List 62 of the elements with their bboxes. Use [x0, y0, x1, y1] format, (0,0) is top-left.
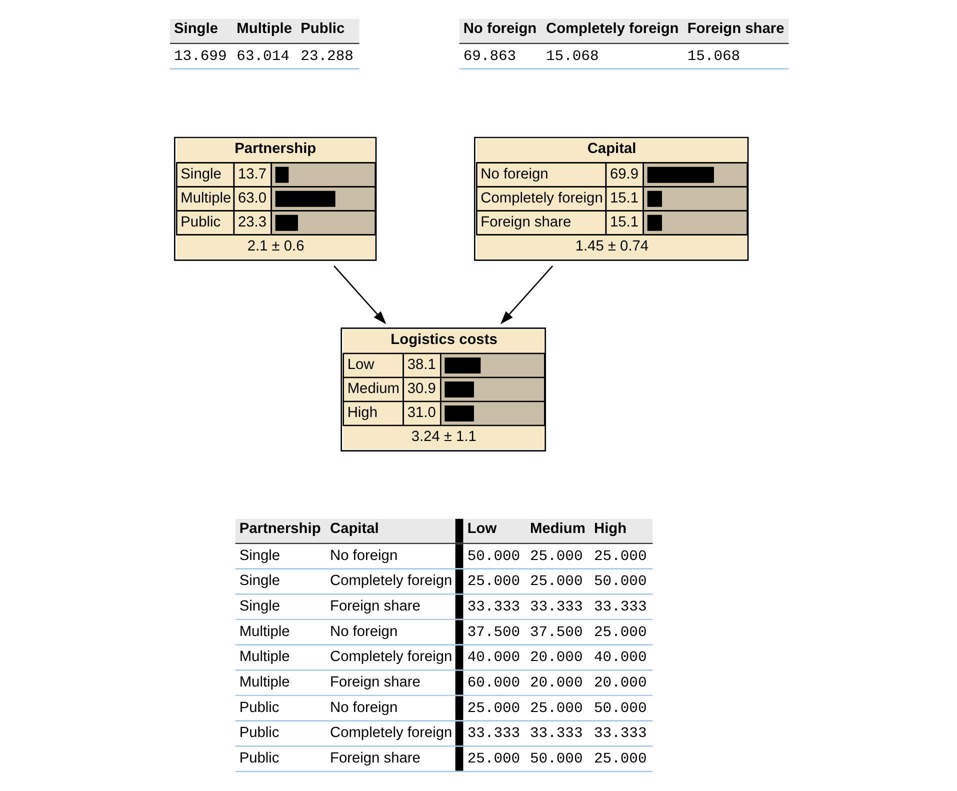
label: Multiple: [236, 21, 292, 38]
label: 25.000: [466, 752, 520, 768]
label: Capital: [330, 521, 378, 538]
label: 20.000: [530, 650, 582, 666]
label: Multiple: [238, 624, 290, 640]
label: 60.000: [466, 676, 520, 692]
label: Single: [174, 21, 218, 38]
label: 69.863: [462, 48, 516, 65]
label: 25.000: [466, 574, 520, 590]
label: 50.000: [594, 574, 646, 590]
label: Completely foreign: [330, 649, 452, 666]
label: Single: [238, 573, 280, 590]
label: Public: [238, 700, 279, 716]
label: No foreign: [330, 624, 398, 640]
label: Low: [466, 521, 496, 538]
label: 33.333: [466, 726, 520, 742]
label: 50.000: [594, 700, 646, 717]
label: Public: [238, 725, 279, 742]
label: Foreign share: [686, 21, 784, 38]
label: 20.000: [594, 676, 646, 692]
label: 25.000: [530, 574, 582, 590]
label: Foreign share: [330, 598, 420, 615]
label: 50.000: [466, 548, 520, 565]
label: 23.288: [300, 48, 353, 65]
label: 33.333: [530, 600, 582, 616]
label: 33.333: [466, 600, 520, 616]
label: 33.333: [530, 726, 582, 742]
label: 25.000: [594, 624, 646, 641]
label: No foreign: [330, 548, 398, 564]
label: 33.333: [594, 726, 646, 742]
label: 40.000: [594, 650, 646, 666]
label: 37.500: [466, 624, 520, 641]
label: Foreign share: [330, 750, 420, 767]
label: Single: [238, 598, 280, 615]
label: Single: [238, 548, 280, 564]
label: 25.000: [594, 548, 646, 565]
label: 20.000: [530, 676, 582, 692]
label: 25.000: [530, 700, 582, 717]
label: High: [594, 521, 626, 538]
label: 33.333: [594, 600, 646, 616]
label: Completely foreign: [330, 725, 452, 742]
label: Partnership: [238, 521, 320, 538]
label: 50.000: [530, 752, 582, 768]
label: Multiple: [238, 674, 290, 691]
label: Medium: [530, 521, 585, 538]
label: 25.000: [530, 548, 582, 565]
label: 13.699: [174, 48, 226, 65]
label: No foreign: [330, 700, 398, 716]
label: No foreign: [462, 21, 536, 38]
label: 15.068: [686, 48, 740, 65]
label: 37.500: [530, 624, 582, 641]
label: Completely foreign: [546, 21, 678, 38]
label: 63.014: [236, 48, 289, 65]
label: 15.068: [546, 48, 598, 65]
label: 25.000: [594, 752, 646, 768]
label: Foreign share: [330, 674, 420, 691]
label: 40.000: [466, 650, 520, 666]
label: Multiple: [238, 649, 290, 666]
label: 25.000: [466, 700, 520, 717]
label: Completely foreign: [330, 573, 452, 590]
label: Public: [300, 21, 344, 38]
label: Public: [238, 750, 279, 767]
